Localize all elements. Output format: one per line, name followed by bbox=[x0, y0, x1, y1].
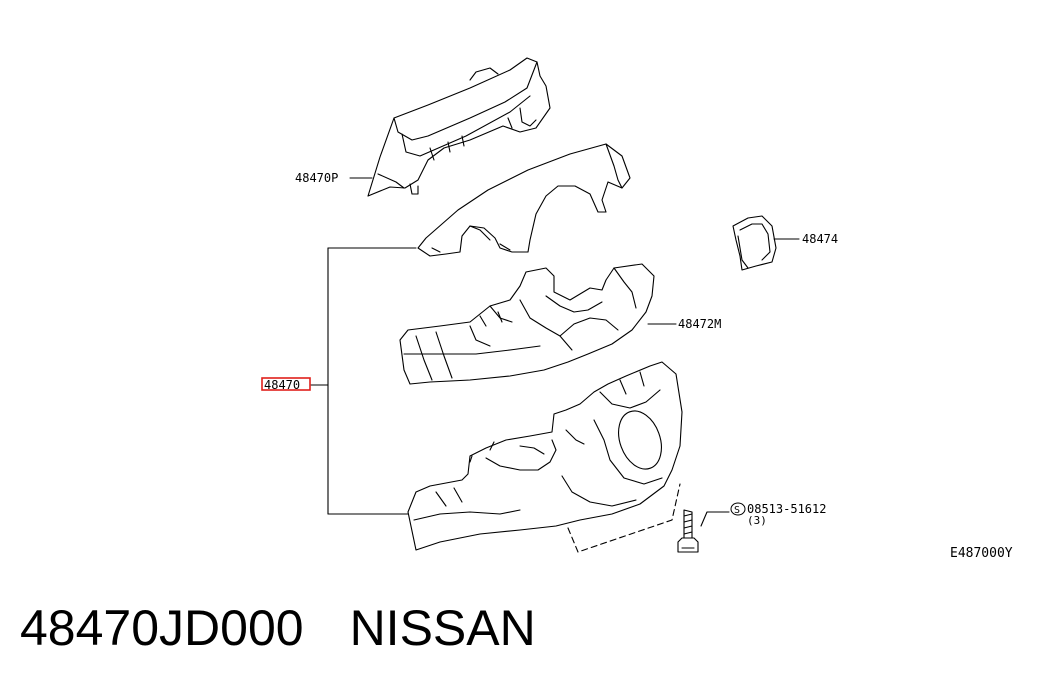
standard-part-symbol: S bbox=[730, 502, 746, 516]
part-48474-drawing bbox=[732, 215, 777, 271]
screw-drawing bbox=[677, 509, 699, 553]
label-48470p: 48470P bbox=[295, 171, 338, 185]
leader-lines bbox=[310, 177, 800, 527]
label-48470: 48470 bbox=[264, 378, 300, 392]
label-screw-code: 08513-51612 bbox=[747, 502, 826, 516]
part-caption: 48470JD000 NISSAN bbox=[20, 596, 536, 660]
label-48472m: 48472M bbox=[678, 317, 721, 331]
part-48472m-drawing bbox=[399, 263, 655, 385]
standard-part-symbol-letter: S bbox=[734, 505, 740, 516]
part-48470p-drawing bbox=[367, 57, 551, 197]
label-48474: 48474 bbox=[802, 232, 838, 246]
brand-name: NISSAN bbox=[349, 600, 536, 656]
upper-column-cover-drawing bbox=[417, 143, 631, 257]
highlight-box-48470 bbox=[261, 377, 311, 391]
part-number: 48470JD000 bbox=[20, 600, 304, 656]
label-screw-qty: (3) bbox=[747, 514, 767, 527]
lower-column-cover-drawing bbox=[407, 361, 683, 553]
diagram-id: E487000Y bbox=[950, 546, 1013, 561]
